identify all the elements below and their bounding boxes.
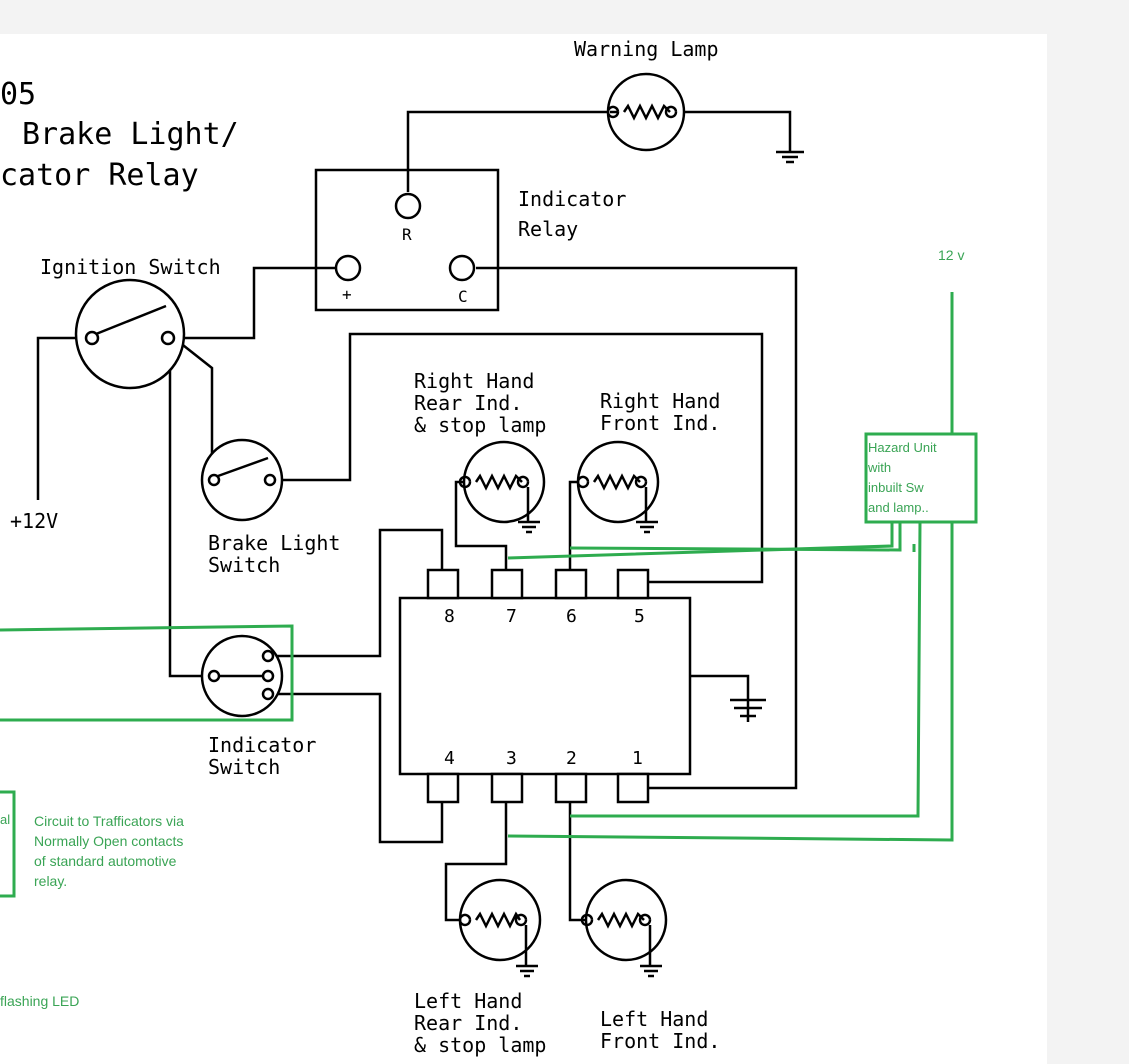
green-wire-hazard-to-pin2: [570, 521, 922, 818]
relay-pin-label-7: 7: [506, 606, 517, 627]
annotation-hazard-2: with: [867, 460, 891, 475]
flasher-relay-body: [398, 596, 692, 776]
relay-pin-label-5: 5: [634, 606, 645, 627]
relay-pin-label-1: 1: [632, 748, 643, 769]
annotation-flashing-led: flashing LED: [0, 993, 79, 1009]
wire-warning-lamp-to-ground: [680, 110, 792, 152]
indicator-relay-body: [314, 168, 500, 312]
lh-front-lamp: [580, 878, 668, 978]
warning-lamp-bulb: [606, 72, 686, 152]
green-wire-hazard-to-pin6: [569, 522, 902, 552]
wire-brake-switch-to-pin5: [272, 332, 764, 584]
relay-terminal-r: [394, 192, 422, 220]
label-indicator-relay-2: Relay: [518, 217, 578, 241]
lh-front-lamp-filament: [580, 911, 652, 966]
label-rh-rear-3: & stop lamp: [414, 413, 546, 437]
relay-label-c: C: [458, 287, 468, 306]
hazard-unit-box: [864, 432, 978, 524]
rh-front-lamp-filament: [576, 473, 648, 522]
relay-pin-5: [616, 568, 650, 600]
warning-lamp: [606, 72, 686, 152]
relay-pin-7: [490, 568, 524, 600]
left-annotation-box: [0, 790, 16, 898]
label-brake-switch-2: Switch: [208, 553, 280, 577]
wire-pin3-to-lh-rear: [444, 802, 508, 922]
relay-pin-1: [616, 772, 650, 804]
relay-pin-label-4: 4: [444, 748, 455, 769]
wire-relay-r-to-warning-lamp: [406, 110, 610, 192]
label-rh-front-1: Right Hand: [600, 389, 720, 413]
title-line-1: 05: [0, 77, 36, 112]
label-indicator-switch-1: Indicator: [208, 733, 316, 757]
label-lh-front-1: Left Hand: [600, 1007, 708, 1031]
label-warning-lamp: Warning Lamp: [574, 37, 719, 61]
label-rh-front-2: Front Ind.: [600, 411, 720, 435]
relay-pin-label-2: 2: [566, 748, 577, 769]
label-lh-rear-3: & stop lamp: [414, 1033, 546, 1057]
annotation-hazard-3: inbuilt Sw: [868, 480, 924, 495]
green-wire-hazard-to-pin7: [507, 522, 894, 560]
label-indicator-switch-2: Switch: [208, 755, 280, 779]
ground-symbol: [776, 150, 804, 164]
green-loop-indicator-switch: [0, 624, 294, 722]
rh-rear-lamp-filament: [458, 473, 530, 522]
wire-relay-to-ground: [690, 674, 750, 700]
annotation-12v: 12 v: [938, 247, 964, 263]
lh-rear-lamp-filament: [458, 911, 528, 966]
wire-ignition-to-indicator-switch: [168, 340, 208, 678]
label-lh-front-2: Front Ind.: [600, 1029, 720, 1053]
ignition-switch-body: [74, 278, 186, 390]
label-ignition-switch: Ignition Switch: [40, 255, 221, 279]
green-wire-hazard-out: [507, 522, 954, 842]
label-indicator-relay-1: Indicator: [518, 187, 626, 211]
annotation-trafficator-3: of standard automotive: [34, 853, 177, 869]
annotation-hazard-4: and lamp..: [868, 500, 929, 515]
label-lh-rear-2: Rear Ind.: [414, 1011, 522, 1035]
label-brake-switch-1: Brake Light: [208, 531, 340, 555]
wire-ignition-to-relay-plus: [182, 266, 336, 340]
label-plus-12v: +12V: [10, 509, 58, 533]
relay-pin-8: [426, 568, 460, 600]
relay-terminal-c: [448, 254, 476, 282]
flasher-relay: 8 7 6 5 4 3 2 1: [398, 568, 692, 804]
relay-terminal-plus: [334, 254, 362, 282]
indicator-switch: [200, 634, 284, 718]
title-line-3: cator Relay: [0, 158, 199, 193]
wire-indicator-switch-to-pin4: [270, 692, 444, 844]
indicator-relay: R + C: [314, 168, 500, 312]
relay-pin-label-8: 8: [444, 606, 455, 627]
annotation-hazard-1: Hazard Unit: [868, 440, 937, 455]
relay-pin-3: [490, 772, 524, 804]
label-rh-rear-2: Rear Ind.: [414, 391, 522, 415]
relay-pin-label-6: 6: [566, 606, 577, 627]
label-rh-rear-1: Right Hand: [414, 369, 534, 393]
wire-indicator-switch-to-pin8: [270, 528, 444, 658]
relay-pin-2: [554, 772, 588, 804]
label-lh-rear-1: Left Hand: [414, 989, 522, 1013]
ignition-switch: [74, 278, 186, 390]
annotation-trafficator-2: Normally Open contacts: [34, 833, 183, 849]
annotation-trafficator-1: Circuit to Trafficators via: [34, 813, 184, 829]
relay-label-plus: +: [342, 285, 352, 304]
relay-pin-4: [426, 772, 460, 804]
annotation-trafficator-4: relay.: [34, 873, 67, 889]
relay-label-r: R: [402, 225, 412, 244]
ground-symbol: [730, 698, 766, 722]
rh-front-lamp: [576, 440, 660, 534]
wire-ignition-to-brake-switch: [173, 337, 214, 478]
annotation-left-box: al: [0, 812, 10, 827]
relay-pin-6: [554, 568, 588, 600]
warning-lamp-filament: [606, 103, 678, 121]
brake-light-switch: [200, 438, 284, 522]
diagram-title: 05 Brake Light/ cator Relay: [0, 77, 239, 193]
hazard-modification: [0, 292, 978, 898]
title-line-2: Brake Light/: [22, 117, 239, 152]
wire-12v-to-ignition: [36, 336, 86, 500]
rh-rear-lamp: [458, 440, 546, 534]
relay-pin-label-3: 3: [506, 748, 517, 769]
wire-relay-c-to-pin1: [476, 266, 798, 790]
lh-rear-lamp: [458, 878, 542, 978]
